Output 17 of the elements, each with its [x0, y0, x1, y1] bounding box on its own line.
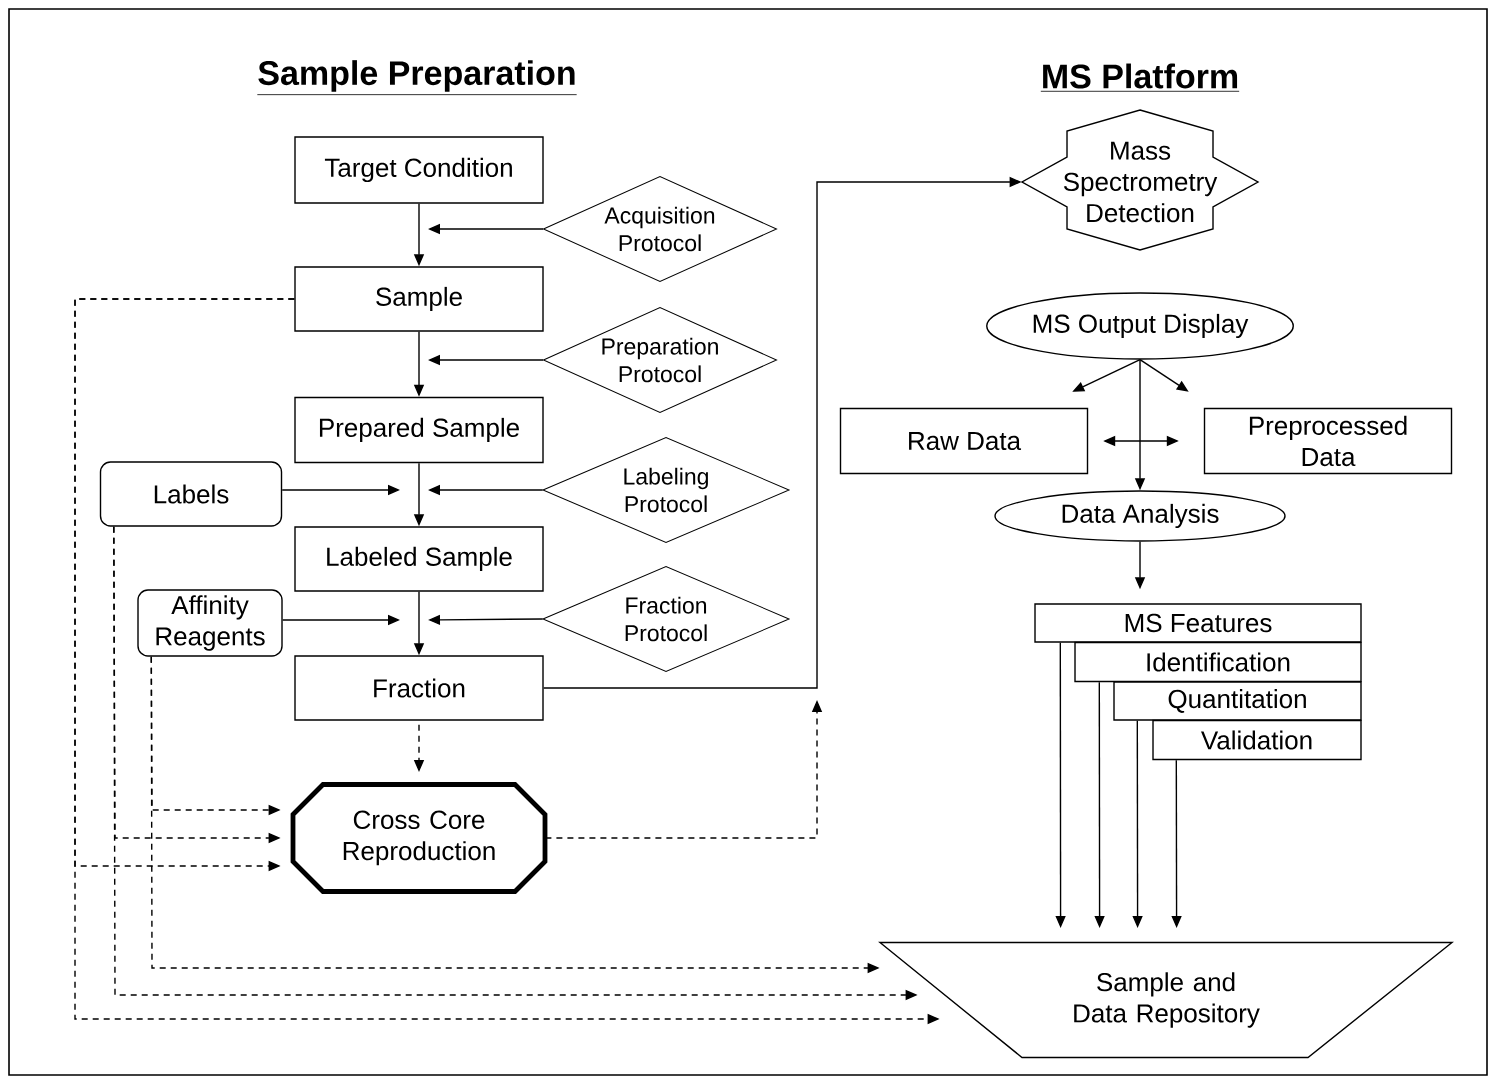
- section-heading: MS Platform: [1040, 63, 1240, 92]
- process-box: Quantitation: [1113, 681, 1362, 721]
- process-box: Target Condition: [294, 136, 544, 204]
- process-box: Preprocessed Data: [1203, 407, 1453, 475]
- star-box: Mass Spectrometry Detection: [1020, 109, 1260, 251]
- input-box: Affinity Reagents: [137, 589, 283, 657]
- process-box: Sample: [294, 266, 544, 332]
- input-box: Labels: [99, 461, 283, 527]
- octagon-box: Cross Core Reproduction: [290, 782, 548, 894]
- process-box: MS Features: [1034, 603, 1362, 643]
- process-box: Validation: [1152, 719, 1362, 761]
- process-box: Raw Data: [839, 407, 1089, 475]
- section-heading: Sample Preparation: [256, 60, 578, 96]
- process-box: Labeled Sample: [294, 526, 544, 592]
- process-box: Prepared Sample: [294, 396, 544, 464]
- process-box: Fraction: [294, 655, 544, 721]
- process-box: Identification: [1074, 641, 1362, 683]
